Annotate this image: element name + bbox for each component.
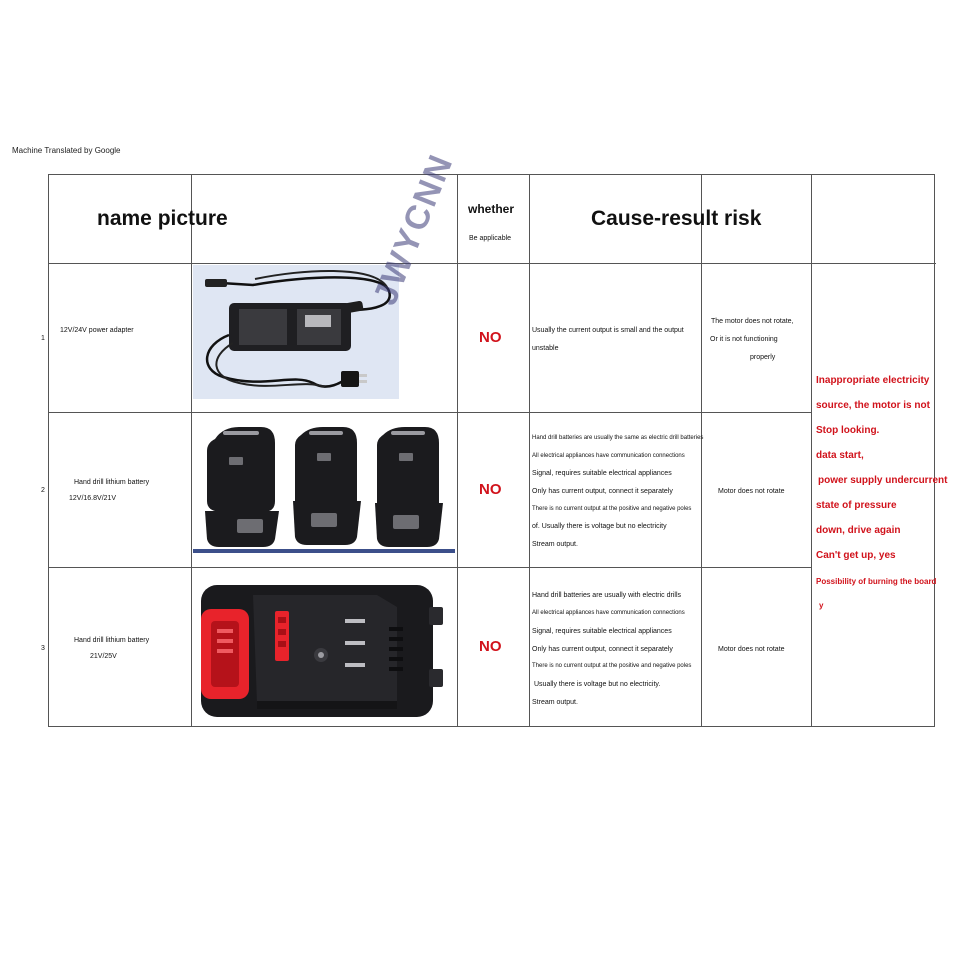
grid-line bbox=[49, 263, 936, 264]
risk-text: Inappropriate electricity bbox=[816, 375, 930, 386]
cause-text: unstable bbox=[532, 345, 559, 352]
cause-text: Stream output. bbox=[532, 699, 578, 706]
risk-text: power supply undercurrent bbox=[818, 475, 948, 486]
row-item-name: Hand drill lithium battery bbox=[74, 637, 150, 644]
header-name-picture: name picture bbox=[97, 207, 228, 230]
result-text: properly bbox=[750, 354, 776, 361]
result-text: The motor does not rotate, bbox=[711, 318, 794, 325]
comparison-table: name picture whether Be applicable Cause… bbox=[41, 174, 947, 727]
cause-text: Usually the current output is small and … bbox=[532, 327, 684, 334]
large-battery-image bbox=[197, 577, 449, 723]
cause-text: Signal, requires suitable electrical app… bbox=[532, 470, 672, 477]
result-text: Or it is not functioning bbox=[710, 336, 778, 343]
applicable-status: NO bbox=[479, 638, 502, 655]
cause-text: Only has current output, connect it sepa… bbox=[532, 488, 673, 495]
grid-line bbox=[811, 175, 812, 726]
row-item-name: 21V/25V bbox=[90, 653, 117, 660]
risk-text: down, drive again bbox=[816, 525, 901, 536]
header-cause-result-risk: Cause-result risk bbox=[591, 207, 762, 230]
risk-text: state of pressure bbox=[816, 500, 897, 511]
risk-text: data start, bbox=[816, 450, 864, 461]
cause-text: Hand drill batteries are usually with el… bbox=[532, 592, 682, 599]
cause-text: Hand drill batteries are usually the sam… bbox=[532, 435, 704, 441]
drill-batteries-image bbox=[193, 415, 455, 553]
cause-text: There is no current output at the positi… bbox=[532, 506, 692, 512]
applicable-status: NO bbox=[479, 329, 502, 346]
row-number: 3 bbox=[41, 645, 45, 652]
cause-text: Usually there is voltage but no electric… bbox=[534, 681, 661, 688]
grid-line bbox=[457, 175, 458, 726]
grid-line bbox=[191, 175, 192, 726]
cause-text: There is no current output at the positi… bbox=[532, 663, 692, 669]
cause-text: All electrical appliances have communica… bbox=[532, 610, 685, 616]
row-item-name: 12V/16.8V/21V bbox=[69, 495, 117, 502]
grid-line bbox=[49, 412, 811, 413]
risk-text: source, the motor is not bbox=[816, 400, 930, 411]
grid-line bbox=[49, 567, 811, 568]
cause-text: of. Usually there is voltage but no elec… bbox=[532, 523, 667, 530]
result-text: Motor does not rotate bbox=[718, 488, 785, 495]
cause-text: Only has current output, connect it sepa… bbox=[532, 646, 673, 653]
row-number: 2 bbox=[41, 487, 45, 494]
cause-text: All electrical appliances have communica… bbox=[532, 453, 685, 459]
result-text: Motor does not rotate bbox=[718, 646, 785, 653]
risk-text: Stop looking. bbox=[816, 425, 880, 436]
row-item-name: 12V/24V power adapter bbox=[60, 327, 134, 334]
cause-text: Stream output. bbox=[532, 541, 578, 548]
applicable-status: NO bbox=[479, 481, 502, 498]
grid-line bbox=[529, 175, 530, 726]
row-item-name: Hand drill lithium battery bbox=[74, 479, 150, 486]
machine-translation-note: Machine Translated by Google bbox=[12, 146, 121, 155]
cause-text: Signal, requires suitable electrical app… bbox=[532, 628, 672, 635]
power-adapter-image bbox=[193, 265, 399, 399]
header-be-applicable: Be applicable bbox=[469, 235, 512, 242]
grid-line bbox=[701, 175, 702, 726]
header-whether: whether bbox=[468, 202, 515, 216]
risk-text: Possibility of burning the board bbox=[816, 577, 937, 586]
row-number: 1 bbox=[41, 335, 45, 342]
risk-text: y bbox=[819, 601, 824, 610]
risk-text: Can't get up, yes bbox=[816, 550, 896, 561]
